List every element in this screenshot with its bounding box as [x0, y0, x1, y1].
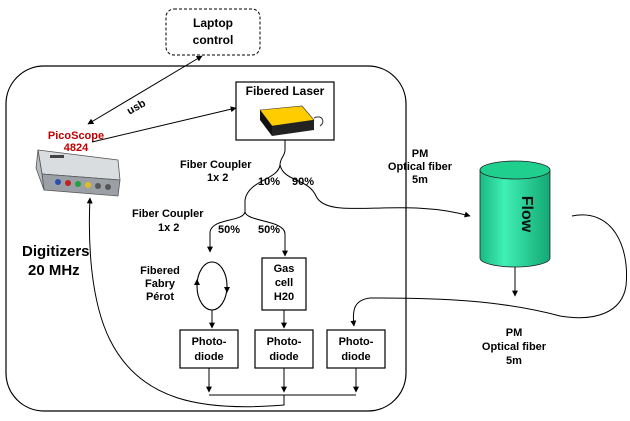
photodiode-2: Photo- diode — [254, 329, 314, 369]
coupler-left-branch-b — [244, 211, 288, 257]
signal-return-to-scope — [86, 197, 285, 408]
fiber-coupler-top-line1: Fiber Coupler — [180, 159, 252, 171]
photodiode-1: Photo- diode — [179, 329, 239, 369]
pm-fiber-bottom-line2: Optical fiber — [482, 341, 547, 353]
return-fiber-loop — [350, 214, 628, 327]
fibered-laser-label: Fibered Laser — [246, 84, 325, 98]
fibered-laser-box: Fibered Laser — [235, 81, 335, 141]
flow-cylinder: Flow — [479, 160, 551, 268]
pm-fiber-top-line1: PM — [412, 148, 429, 160]
photodiode-3-line1: Photo- — [339, 336, 374, 348]
pm-fiber-bottom-line1: PM — [506, 327, 523, 339]
fiber-coupler-top-pct-right: 90% — [292, 176, 314, 188]
gas-cell-line1: Gas — [274, 263, 295, 275]
laser-output-fiber — [279, 140, 286, 166]
picoscope-model: 4824 — [64, 142, 89, 154]
fabry-perot-line2: Fabry — [145, 278, 176, 290]
fiber-coupler-top-line2: 1x 2 — [207, 172, 228, 184]
digitizers-label-line2: 20 MHz — [28, 262, 80, 279]
fiber-coupler-left-pct-b: 50% — [258, 224, 280, 236]
fabry-perot-line3: Pérot — [146, 291, 174, 303]
photodiode-1-line2: diode — [194, 351, 223, 363]
pm-fiber-bottom-line3: 5m — [506, 355, 522, 367]
flow-label: Flow — [518, 196, 535, 233]
laptop-label-line1: Laptop — [193, 16, 233, 30]
picoscope-label: PicoScope — [48, 130, 104, 142]
gas-cell-box: Gas cell H20 — [261, 257, 307, 311]
fabry-perot-ring — [194, 261, 230, 311]
digitizers-label-line1: Digitizers — [22, 243, 90, 260]
coupler-left-branch-a — [207, 211, 246, 253]
fiber-coupler-left-pct-a: 50% — [218, 224, 240, 236]
fiber-coupler-left-line2: 1x 2 — [158, 222, 179, 234]
scope-to-laser-link — [91, 106, 237, 143]
fiber-coupler-top-pct-left: 10% — [258, 176, 280, 188]
laptop-control-box: Laptop control — [165, 8, 261, 56]
pm-fiber-top-line2: Optical fiber — [388, 161, 453, 173]
photodiode-2-line1: Photo- — [267, 336, 302, 348]
coupler-top-branch-left — [244, 164, 281, 201]
photodiode-3-line2: diode — [341, 351, 370, 363]
fabry-perot-line1: Fibered — [140, 265, 180, 277]
laptop-label-line2: control — [193, 33, 234, 47]
pm-fiber-top-line3: 5m — [412, 174, 428, 186]
picoscope-device — [35, 149, 121, 197]
usb-link — [87, 55, 203, 125]
fiber-coupler-left-line1: Fiber Coupler — [132, 208, 204, 220]
photodiode-1-line1: Photo- — [192, 336, 227, 348]
gas-cell-line2: cell — [275, 277, 293, 289]
gas-cell-line3: H20 — [274, 291, 294, 303]
photodiode-2-line2: diode — [269, 351, 298, 363]
system-enclosure — [5, 65, 407, 412]
photodiode-3: Photo- diode — [326, 329, 386, 369]
coupler-top-branch-right — [279, 164, 471, 218]
